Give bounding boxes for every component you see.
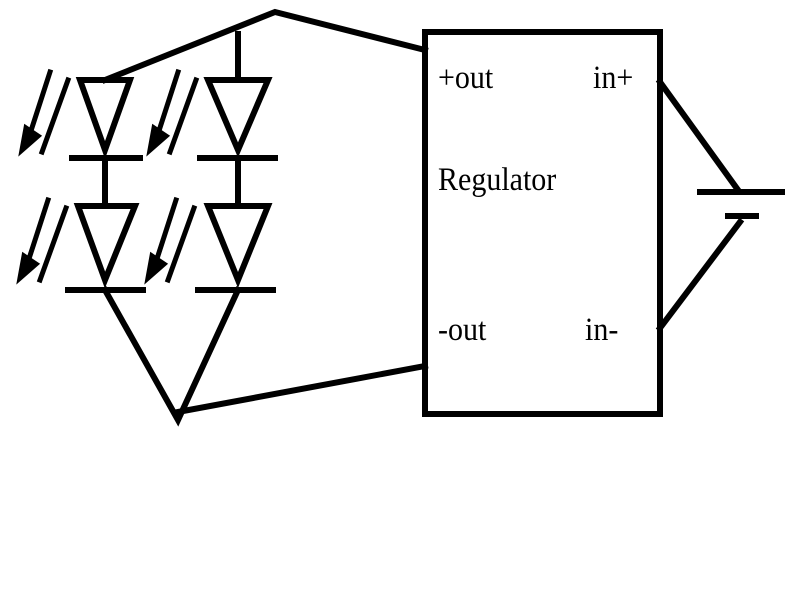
regulator-title: Regulator	[438, 161, 557, 198]
led-3	[65, 203, 146, 293]
regulator-in-pos-label: in+	[593, 59, 634, 96]
regulator-in-neg-label: in-	[585, 311, 619, 348]
diode-triangle	[203, 203, 273, 288]
wire-bottom-node-to-out-neg	[100, 285, 242, 427]
light-emission-arrows	[16, 68, 200, 285]
regulator-out-neg-label: -out	[438, 311, 487, 348]
regulator-box	[422, 29, 663, 417]
wire-bottom-to-regulator	[174, 362, 429, 416]
wire-in-neg-to-battery	[655, 217, 745, 333]
diode-triangle	[75, 77, 135, 159]
led-2	[197, 77, 278, 161]
emission-arrows-led-1	[18, 68, 72, 157]
emission-arrows-led-4	[144, 196, 198, 285]
led-1	[69, 77, 143, 161]
wire-top-node-to-out-pos	[101, 8, 429, 84]
wire-in-pos-to-battery	[655, 77, 743, 195]
wiring	[100, 8, 745, 427]
diode-triangle	[203, 77, 273, 158]
emission-arrows-led-2	[146, 68, 200, 157]
emission-arrows-led-3	[16, 196, 70, 285]
led-4	[195, 203, 276, 293]
diode-triangle	[73, 203, 140, 289]
regulator-out-pos-label: +out	[438, 59, 494, 96]
battery	[697, 189, 785, 219]
